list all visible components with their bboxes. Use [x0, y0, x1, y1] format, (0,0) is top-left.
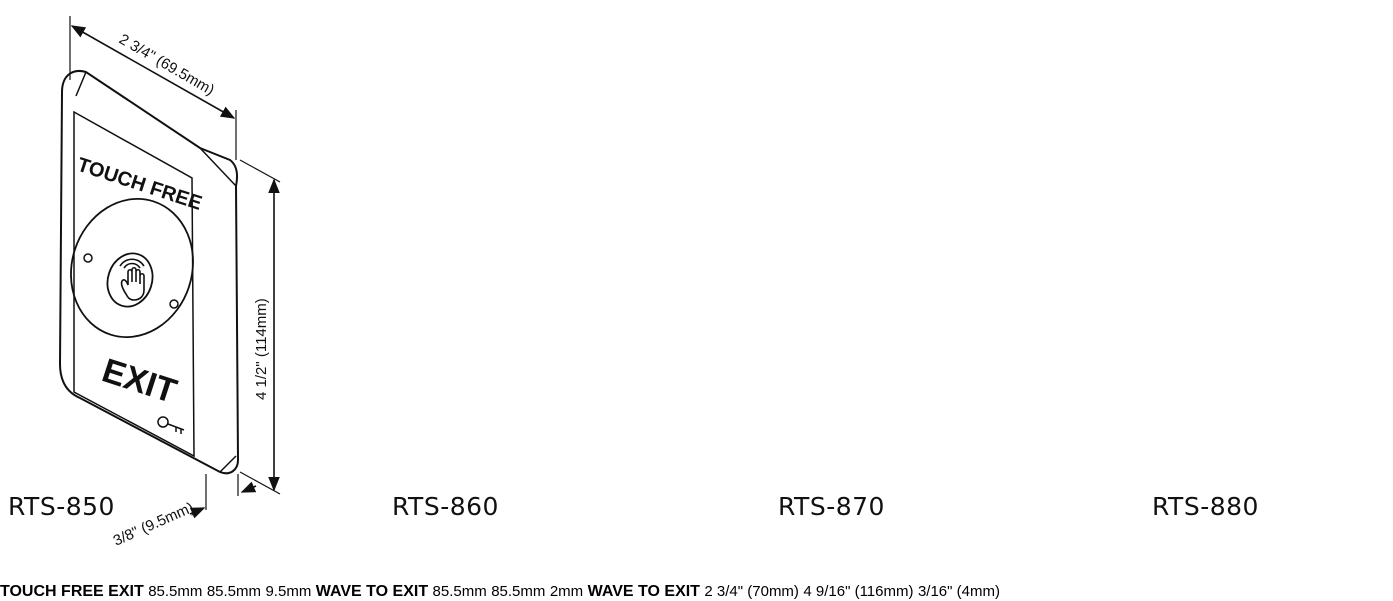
depth-dimension: 9.5mm — [265, 583, 312, 600]
height-dimension: 4 9/16" (116mm) — [803, 583, 914, 600]
model-label-rts-850: RTS-850 — [8, 492, 115, 521]
hand-wave-icon: EXIT 85.5mm 85.5mm 2mm — [393, 583, 588, 600]
product-rts-850: TOUCH FREE EXIT 2 3/4" (69.5mm) 4 1/2" (… — [58, 16, 281, 550]
plate-bevel: TOUCH FREE EXIT 85.5mm 85.5mm 9.5mm — [0, 583, 316, 600]
product-rts-880: WAVE TO EXIT 2 3/4" (70mm) 4 9/16" (116m… — [588, 583, 1000, 600]
dimension-diagram: TOUCH FREE EXIT 2 3/4" (69.5mm) 4 1/2" (… — [0, 16, 1259, 600]
width-dimension: 2 3/4" (70mm) — [704, 583, 799, 600]
product-rts-870: WAVE TO EXIT 85.5mm 85.5mm 2mm — [316, 583, 588, 600]
width-dimension-line: 2 3/4" (70mm) 4 9/16" (116mm) 3/16" (4mm… — [704, 583, 1000, 600]
screw-hole-icon: EXIT 2 3/4" (70mm) 4 9/16" (116mm) 3/16"… — [664, 583, 1000, 600]
plate-bottom-text: EXIT — [392, 583, 429, 600]
product-rts-860: TOUCH FREE EXIT 85.5mm 85.5mm 9.5mm — [0, 583, 316, 600]
plate-bottom-text: EXIT — [664, 583, 700, 600]
plate-outline — [58, 70, 240, 475]
screw-hole-icon — [83, 253, 93, 263]
model-label-rts-880: RTS-880 — [1152, 492, 1259, 521]
width-dimension-line — [70, 25, 236, 119]
plate-outline: TOUCH FREE EXIT 85.5mm 85.5mm 9.5mm — [0, 583, 316, 600]
sensor-ring — [70, 197, 194, 339]
plate-face — [73, 110, 195, 458]
plate-top-text: WAVE TO — [587, 583, 660, 600]
height-dimension: 85.5mm — [206, 583, 262, 600]
height-dimension-line: 85.5mm 9.5mm — [207, 583, 316, 600]
depth-dimension: 3/8" (9.5mm) — [111, 499, 197, 550]
screw-hole-icon: EXIT 2 3/4" (70mm) 4 9/16" (116mm) 3/16"… — [664, 583, 1000, 600]
plate-top-text: TOUCH FREE — [0, 583, 104, 600]
width-dimension: 2 3/4" (69.5mm) — [116, 31, 217, 99]
sensor-ring: EXIT 85.5mm 85.5mm 9.5mm — [108, 583, 316, 600]
width-dimension-line: 85.5mm 85.5mm 9.5mm — [148, 583, 316, 600]
model-label-rts-870: RTS-870 — [778, 492, 885, 521]
key-logo-icon — [157, 416, 185, 434]
hand-wave-icon: EXIT 2 3/4" (70mm) 4 9/16" (116mm) 3/16"… — [664, 583, 1000, 600]
height-dimension-line: 4 9/16" (116mm) 3/16" (4mm) — [803, 583, 1000, 600]
width-dimension-line: 85.5mm 85.5mm 2mm — [433, 583, 588, 600]
sensor-ring: EXIT 2 3/4" (70mm) 4 9/16" (116mm) 3/16"… — [664, 583, 1000, 600]
height-dimension: 4 1/2" (114mm) — [253, 298, 270, 400]
plate-top-text: WAVE TO — [315, 583, 389, 600]
plate-face: TOUCH FREE EXIT 85.5mm 85.5mm 9.5mm — [0, 583, 316, 600]
model-label-rts-860: RTS-860 — [392, 492, 499, 521]
sensor-ring: EXIT 85.5mm 85.5mm 2mm — [393, 583, 588, 600]
height-dimension: 85.5mm — [491, 583, 546, 600]
hand-wave-icon: EXIT 85.5mm 85.5mm 9.5mm — [108, 583, 316, 600]
screw-hole-icon: EXIT 85.5mm 85.5mm 9.5mm — [108, 583, 316, 600]
depth-dimension: 2mm — [549, 583, 584, 600]
diagram-canvas: TOUCH FREE EXIT 2 3/4" (69.5mm) 4 1/2" (… — [58, 16, 281, 550]
plate-outline: WAVE TO EXIT 2 3/4" (70mm) 4 9/16" (116m… — [588, 583, 1000, 600]
height-dimension-line: 85.5mm 2mm — [491, 583, 587, 600]
plate-bottom-text: EXIT — [108, 583, 144, 600]
depth-dimension: 3/16" (4mm) — [917, 583, 1000, 600]
width-dimension: 85.5mm — [148, 583, 203, 600]
screw-hole-icon — [169, 299, 179, 309]
plate-edge: WAVE TO EXIT 2 3/4" (70mm) 4 9/16" (116m… — [588, 583, 1000, 600]
plate-outline: WAVE TO EXIT 85.5mm 85.5mm 2mm — [316, 583, 588, 600]
width-dimension: 85.5mm — [432, 583, 487, 600]
screw-hole-icon: EXIT 85.5mm 85.5mm 9.5mm — [108, 583, 316, 600]
